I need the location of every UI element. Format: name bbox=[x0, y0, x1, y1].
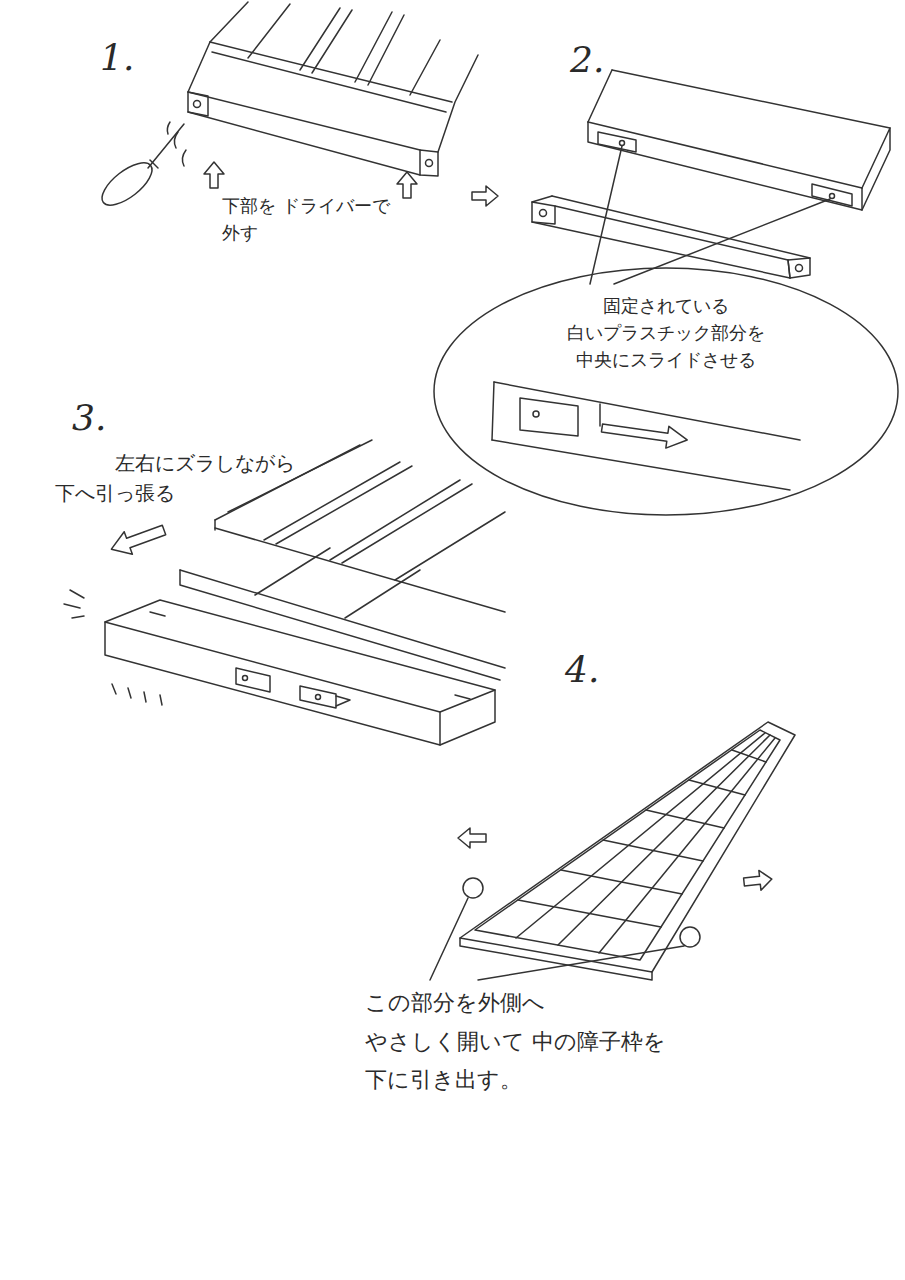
up-arrow bbox=[204, 162, 224, 188]
removed-rail bbox=[105, 600, 495, 745]
open-arrow bbox=[458, 828, 486, 848]
instruction-note: 左右にズラしながら 下へ引っ張る bbox=[55, 448, 305, 508]
pull-arrow bbox=[107, 519, 168, 561]
step2-frame bbox=[588, 70, 890, 210]
step4-panel bbox=[430, 722, 795, 980]
instruction-note: 下部を ドライバーで 外す bbox=[222, 192, 422, 246]
leader-line bbox=[590, 146, 622, 284]
step3-frame bbox=[180, 440, 505, 680]
screwdriver bbox=[95, 122, 186, 213]
zoom-detail bbox=[492, 382, 800, 490]
open-arrow bbox=[743, 869, 773, 892]
step-number: 4. bbox=[565, 652, 599, 688]
callout-oval: 固定されている 白いプラスチック部分を 中央にスライドさせる bbox=[432, 266, 900, 517]
motion-marks bbox=[64, 590, 162, 705]
step1-frame bbox=[188, 2, 478, 176]
step-number: 2. bbox=[570, 42, 604, 78]
callout-text: 固定されている 白いプラスチック部分を 中央にスライドさせる bbox=[558, 292, 773, 373]
loose-rail bbox=[532, 196, 810, 278]
step-number: 1. bbox=[100, 40, 134, 76]
next-arrow bbox=[472, 186, 498, 206]
step-number: 3. bbox=[72, 400, 106, 436]
oval-outline bbox=[434, 268, 898, 515]
up-arrow bbox=[397, 172, 417, 198]
instruction-note: この部分を外側へ やさしく開いて 中の障子枠を 下に引き出す。 bbox=[365, 984, 685, 1100]
